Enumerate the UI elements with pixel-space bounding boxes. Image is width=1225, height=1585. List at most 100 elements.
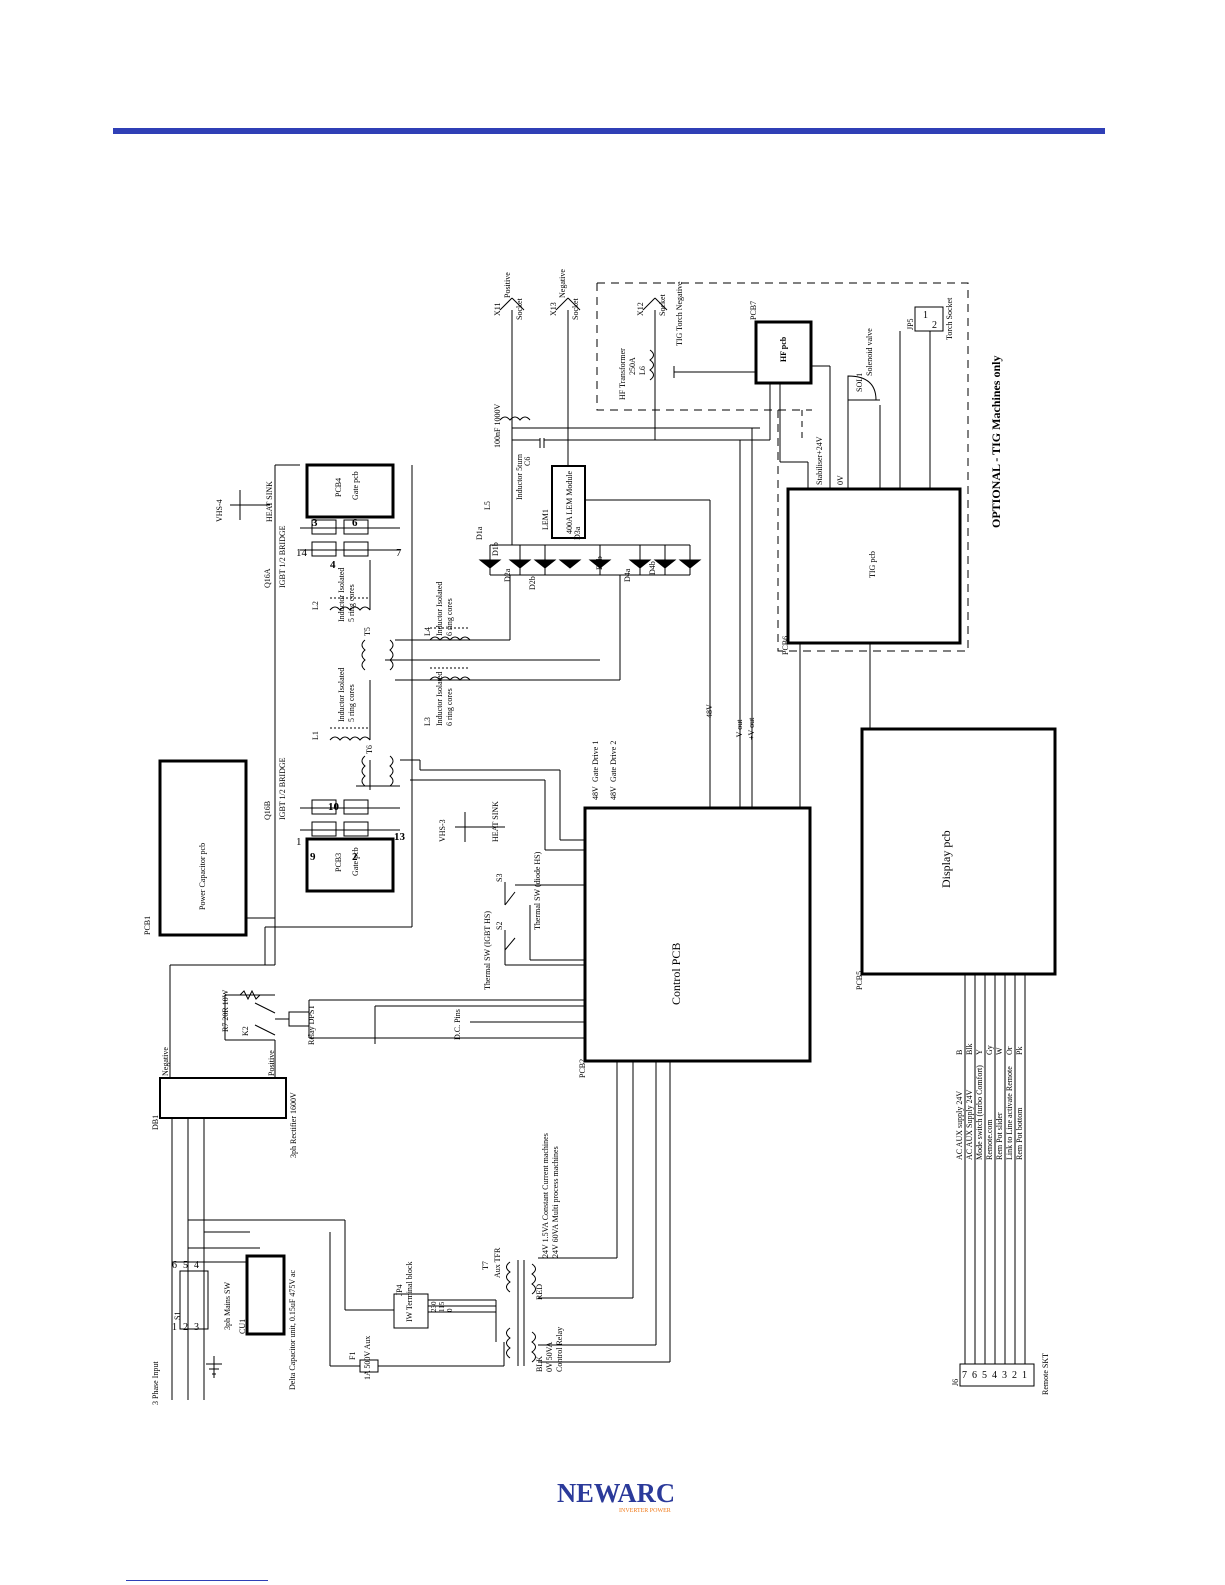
diode-d2a: D2a <box>503 568 512 582</box>
tb-pin-0: 0 <box>446 1308 454 1312</box>
x12-ref: X12 <box>636 302 645 316</box>
gate-drive1: Gate Drive 1 <box>591 741 600 782</box>
tb-pin-115: 115 <box>438 1301 446 1312</box>
torch-socket: Torch Socket <box>945 297 954 340</box>
power-capacitor-block <box>158 759 248 937</box>
remote-sig-6: Link to Line activate Remote <box>1005 1066 1014 1160</box>
logo-tagline: INVERTER POWER <box>619 1508 671 1514</box>
control-pcb-label: Control PCB <box>669 943 683 1005</box>
jp5-pin-1: 1 <box>923 310 928 321</box>
t7-ref: T7 <box>481 1261 490 1270</box>
remote-col-6: Or <box>1005 1046 1014 1055</box>
j6-pin-5: 5 <box>982 1370 987 1381</box>
footer-rule <box>126 1580 268 1581</box>
l5-label: L5 <box>483 501 492 510</box>
db1-block <box>159 1077 287 1119</box>
pcb4-block <box>305 463 395 519</box>
jp5-pin-2: 2 <box>932 320 937 331</box>
diode-d3a: D3a <box>573 526 582 540</box>
l1-label: L1 <box>311 731 320 740</box>
hf-pcb-label: HF pcb <box>779 336 788 362</box>
pin-1: 1 <box>296 836 302 848</box>
q16a-desc: IGBT 1/2 BRIDGE <box>278 525 287 588</box>
s2-label: S2 <box>495 922 504 930</box>
j6-pin-3: 3 <box>1002 1370 1007 1381</box>
f1-ref: F1 <box>348 1352 357 1360</box>
pcb6-ref: PCB6 <box>781 636 790 655</box>
lem-label: 400A LEM Module <box>565 470 574 534</box>
gate4-label: Gate pcb <box>351 471 360 500</box>
l5-desc: Inductor 5turn <box>515 454 524 500</box>
blk-label: BLK <box>535 1356 544 1372</box>
v48a: 48V <box>591 786 600 800</box>
remote-col-4: Gy <box>985 1045 994 1055</box>
j6-pin-6: 6 <box>972 1370 977 1381</box>
remote-sig-7: Rem Pot bottom <box>1015 1107 1024 1160</box>
hf-pcb-block <box>754 320 813 385</box>
pin-9: 9 <box>310 851 316 863</box>
power-cap-label: Power Capacitor pcb <box>198 843 207 910</box>
pin-10: 10 <box>328 801 340 813</box>
l3-desc: Inductor Isolated <box>435 672 444 726</box>
s3-label: S3 <box>495 874 504 882</box>
j6-pin-7: 7 <box>962 1370 967 1381</box>
pin-7: 7 <box>396 547 402 559</box>
pcb1-ref: PCB1 <box>143 916 152 935</box>
c6-desc: 100nF 1000V <box>493 404 502 448</box>
newarc-logo: NEWARC INVERTER POWER <box>557 1478 675 1514</box>
x13-sock: Socket <box>571 297 580 320</box>
therm-diode: Thermal SW (diode HS) <box>533 851 542 930</box>
r7-label: R7 20R 10W <box>221 989 230 1032</box>
heatsink3-label: HEAT SINK <box>491 801 500 842</box>
v48b: 48V <box>609 786 618 800</box>
ov-label: 0V <box>836 475 845 485</box>
vhs4-label: VHS-4 <box>215 499 224 522</box>
pcb7-ref: PCB7 <box>749 301 758 320</box>
diode-d1b: D1b <box>491 542 500 556</box>
pcb3-label: PCB3 <box>334 853 343 872</box>
sw-pin-1: 1 <box>172 1322 177 1333</box>
heatsink4-label: HEAT SINK <box>265 481 274 522</box>
tb-label: IW Terminal block <box>405 1262 414 1322</box>
pin-3: 3 <box>312 517 318 529</box>
q16b-label: Q16B <box>263 801 272 820</box>
sol-valve: Solenoid valve <box>865 328 874 376</box>
s1-block <box>179 1270 209 1330</box>
dc-pins-label: D.C. Pins <box>453 1009 462 1040</box>
tig-pcb-block <box>786 487 962 645</box>
l6-label: L6 <box>638 366 647 375</box>
s1-ref: S1 <box>173 1312 182 1320</box>
pin-14: 14 <box>296 547 308 559</box>
remote-sig-3: Mode switch (turbo Comfort) <box>975 1065 984 1160</box>
pcb3-block <box>305 837 395 893</box>
x13-neg: Negative <box>558 269 567 298</box>
jp5-ref: JP5 <box>906 318 915 330</box>
c6-label: C6 <box>523 457 532 466</box>
j6-pin-2: 2 <box>1012 1370 1017 1381</box>
j6-pin-4: 4 <box>992 1370 997 1381</box>
display-pcb-label: Display pcb <box>939 830 953 888</box>
x13-ref: X13 <box>549 302 558 316</box>
hf-tx-a: 250A <box>628 357 637 375</box>
sw-pin-4: 4 <box>194 1260 199 1271</box>
relay-label: Relay DPST <box>307 1005 316 1045</box>
l3-label: L3 <box>423 717 432 726</box>
k2-label: K2 <box>241 1026 250 1036</box>
x11-pos: Positive <box>503 272 512 298</box>
l3-sub: 6 ring cores <box>445 688 454 726</box>
l4-desc: Inductor Isolated <box>435 582 444 636</box>
negative-label: Negative <box>161 1047 170 1076</box>
l2-desc: Inductor Isolated <box>337 568 346 622</box>
tig-pcb-label: TIG pcb <box>868 551 877 578</box>
q16b-desc: IGBT 1/2 BRIDGE <box>278 757 287 820</box>
x11-ref: X11 <box>493 303 502 316</box>
sw-label: 3ph Mains SW <box>223 1282 232 1330</box>
l2-sub: 5 ring cores <box>347 584 356 622</box>
optional-banner: OPTIONAL - TIG Machines only <box>989 356 1003 528</box>
pcb4-label: PCB4 <box>334 478 343 497</box>
j6-block <box>959 1363 1035 1387</box>
x12-desc: TIG Torch Negative <box>675 281 684 346</box>
red-desc2: 24V 60VA Multi process machines <box>551 1146 560 1258</box>
optional-dashed-box <box>597 282 969 652</box>
